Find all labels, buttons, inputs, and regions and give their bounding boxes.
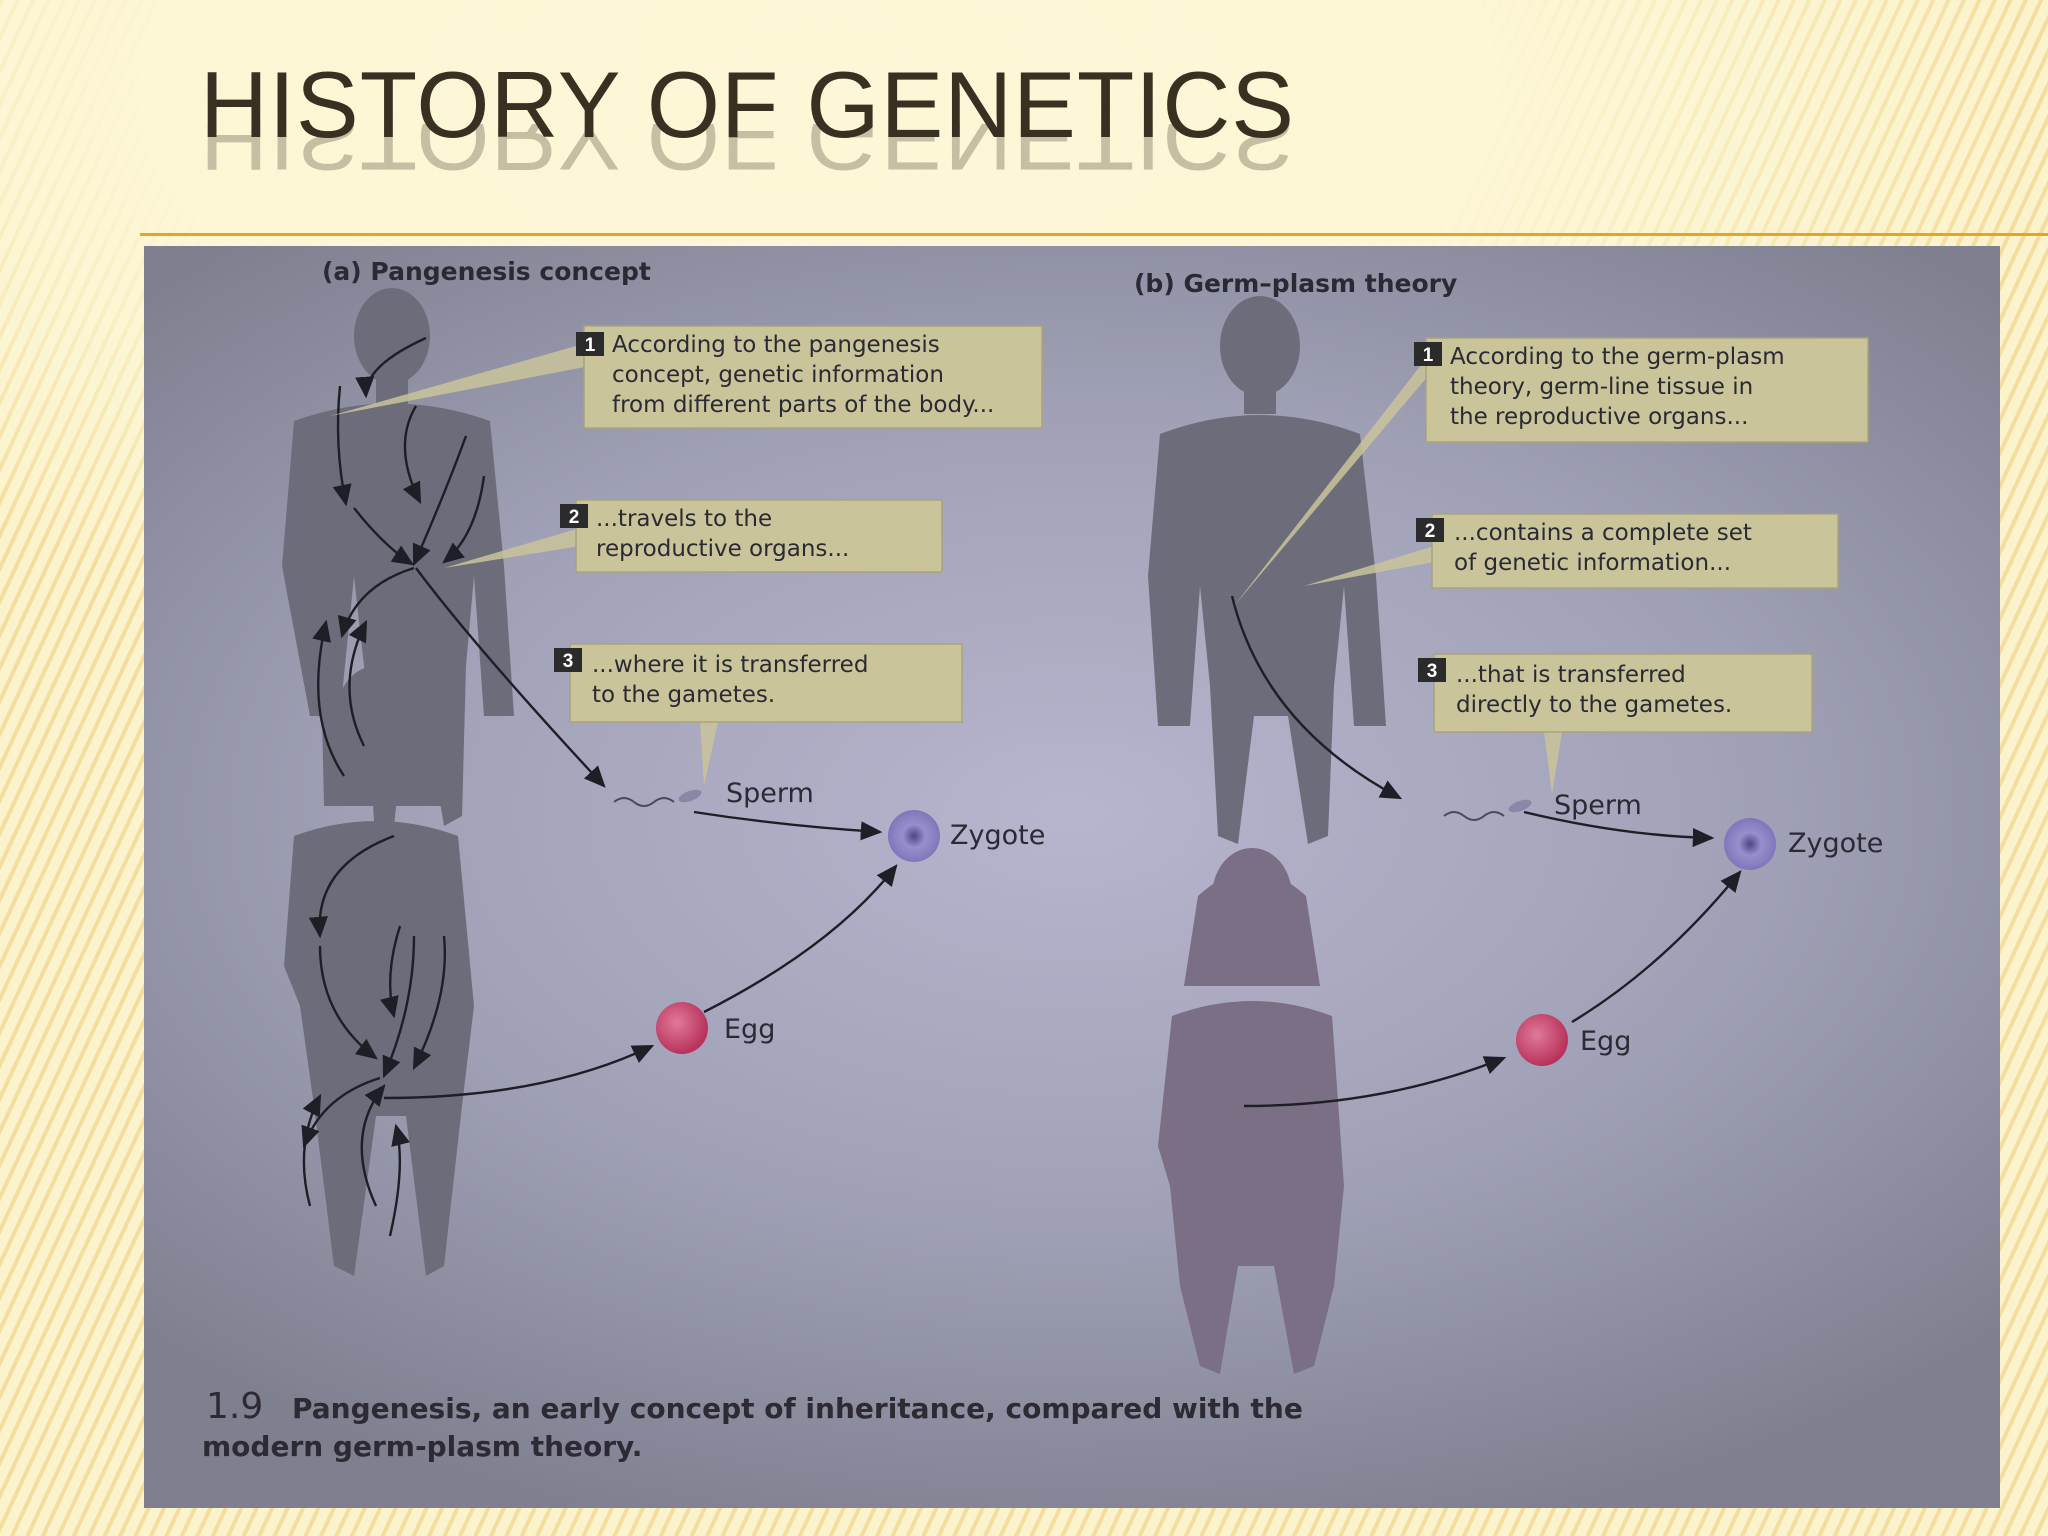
panel-a-step1-line1: According to the pangenesis	[612, 332, 940, 358]
panel-b-step3-badge: 3	[1427, 661, 1438, 682]
panel-b-female-arrow	[1243, 1056, 1507, 1108]
panel-b-callout-1: 1 According to the germ-plasm theory, ge…	[1234, 337, 1869, 606]
panel-a-step2-line2: reproductive organs...	[596, 536, 849, 562]
panel-b-callout-2: 2 ...contains a complete set of genetic …	[1304, 513, 1839, 589]
panel-b-sperm-arrow	[1523, 810, 1715, 848]
panel-a-female-silhouette	[284, 666, 474, 1276]
caption-number: 1.9	[206, 1386, 263, 1427]
panel-a-sperm-label: Sperm	[726, 778, 814, 809]
panel-a-callout-3: 3 ...where it is transferred to the game…	[554, 643, 963, 786]
panel-b-egg-arrow	[1571, 870, 1742, 1024]
panel-a-egg-label: Egg	[724, 1014, 775, 1045]
panel-b-sperm	[1443, 799, 1532, 821]
panel-b-sperm-label: Sperm	[1554, 790, 1642, 821]
panel-b-step1-line1: According to the germ-plasm	[1450, 344, 1785, 370]
panel-a-step3-line1: ...where it is transferred	[592, 652, 868, 678]
panel-b-egg-label: Egg	[1580, 1026, 1631, 1057]
panel-a-step3-badge: 3	[563, 651, 574, 672]
panel-a-callout-1: 1 According to the pangenesis concept, g…	[330, 325, 1043, 429]
panel-b-step1-line2: theory, germ-line tissue in	[1450, 374, 1753, 400]
panel-a-egg	[656, 1002, 708, 1054]
panel-b-step1-line3: the reproductive organs...	[1450, 404, 1748, 430]
panel-a-callout-2: 2 ...travels to the reproductive organs.…	[444, 499, 943, 573]
panel-b-heading: (b) Germ–plasm theory	[1134, 269, 1457, 298]
panel-a-zygote-label: Zygote	[950, 820, 1045, 851]
panel-b-step2-line2: of genetic information...	[1454, 550, 1731, 576]
panel-b-male-arrow	[1230, 595, 1403, 800]
caption-line-2: modern germ-plasm theory.	[202, 1430, 642, 1463]
panel-b-egg	[1516, 1014, 1568, 1066]
panel-a-egg-arrow	[703, 864, 898, 1014]
slide-title-reflection-text: HISTORY OF GENETICS	[200, 124, 1295, 184]
panel-b-step2-line1: ...contains a complete set	[1454, 520, 1752, 546]
caption-line-1: Pangenesis, an early concept of inherita…	[292, 1392, 1303, 1425]
slide-title-reflection: HISTORY OF GENETICS	[200, 124, 1295, 184]
panel-b-zygote	[1724, 818, 1776, 870]
panel-b-step1-badge: 1	[1423, 345, 1434, 366]
slide-title: HISTORY OF GENETICS	[200, 52, 1295, 157]
panel-a-sperm-arrow	[693, 810, 883, 841]
panel-a-sperm	[613, 789, 702, 807]
figure-photo: (a) Pangenesis concept (b) Germ–plasm th…	[144, 246, 2000, 1508]
panel-a-step2-badge: 2	[569, 507, 580, 528]
panel-b-step2-badge: 2	[1425, 521, 1436, 542]
title-block: HISTORY OF GENETICS HISTORY OF GENETICS	[200, 52, 1400, 185]
panel-a-body-arrows	[301, 336, 655, 1237]
panel-b-callout-3: 3 ...that is transferred directly to the…	[1418, 653, 1813, 794]
panel-b-step3-line2: directly to the gametes.	[1456, 692, 1732, 718]
panel-b-step3-line1: ...that is transferred	[1456, 662, 1686, 688]
panel-b-zygote-label: Zygote	[1788, 828, 1883, 859]
panel-a-step1-line3: from different parts of the body...	[612, 392, 994, 418]
figure-svg: (a) Pangenesis concept (b) Germ–plasm th…	[202, 257, 1883, 1463]
panel-a-step1-badge: 1	[585, 335, 596, 356]
title-divider	[140, 233, 2048, 236]
panel-a-step2-line1: ...travels to the	[596, 506, 772, 532]
panel-a-step1-line2: concept, genetic information	[612, 362, 944, 388]
panel-a-heading: (a) Pangenesis concept	[322, 257, 651, 286]
panel-a-step3-line2: to the gametes.	[592, 682, 775, 708]
panel-b-male-silhouette	[1148, 296, 1386, 844]
panel-a-zygote	[888, 810, 940, 862]
panel-b-female-silhouette	[1158, 848, 1344, 1374]
